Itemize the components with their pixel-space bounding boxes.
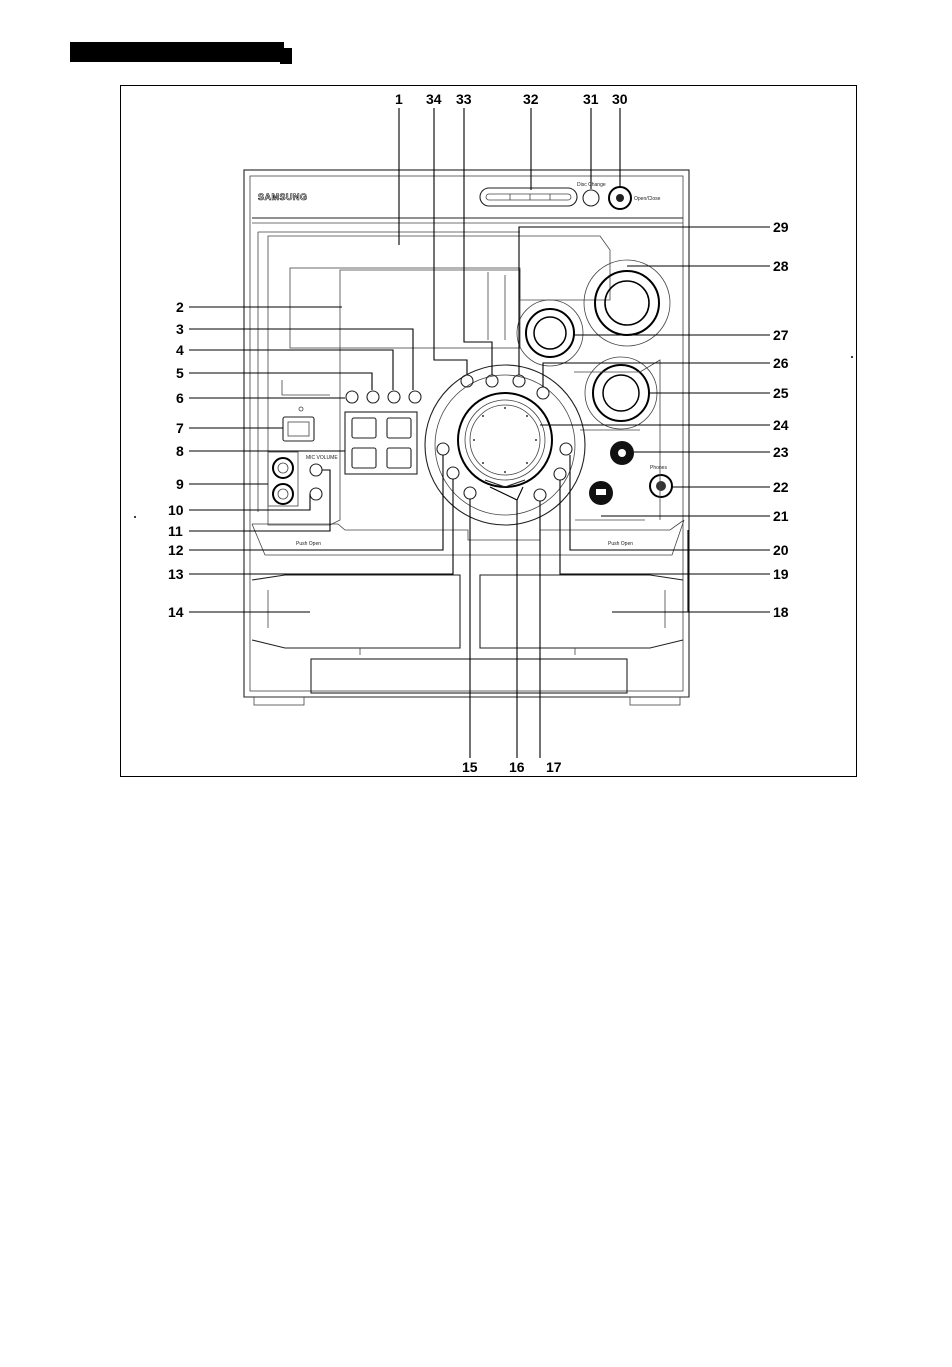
callout-28: 28 <box>773 258 789 274</box>
cabinet-inner-outline <box>250 176 683 691</box>
open-close-label: Open/Close <box>634 196 661 202</box>
callout-6: 6 <box>176 390 184 406</box>
ring-button-33[interactable] <box>486 375 498 387</box>
callout-3: 3 <box>176 321 184 337</box>
callout-5: 5 <box>176 365 184 381</box>
ring-button-13[interactable] <box>447 467 459 479</box>
callout-29: 29 <box>773 219 789 235</box>
callout-33: 33 <box>456 91 472 107</box>
callout-20: 20 <box>773 542 789 558</box>
cabinet-outline <box>244 170 689 697</box>
ring-button-15[interactable] <box>464 487 476 499</box>
callout-19: 19 <box>773 566 789 582</box>
disc-change-button[interactable] <box>583 190 599 206</box>
volume-ring <box>584 260 670 346</box>
knob-27[interactable] <box>526 309 574 357</box>
knob-25[interactable] <box>593 365 649 421</box>
function-button-3[interactable] <box>352 448 376 468</box>
disc-tray-indicator <box>480 188 577 206</box>
function-button-grid <box>345 412 417 474</box>
mic-volume-label: MIC VOLUME <box>306 455 338 461</box>
callout-9: 9 <box>176 476 184 492</box>
base-slot <box>311 659 627 693</box>
mic-jack-1[interactable] <box>273 458 293 478</box>
skip-buttons[interactable] <box>485 480 525 487</box>
display-window <box>268 236 610 525</box>
callout-15: 15 <box>462 759 478 775</box>
callout-34: 34 <box>426 91 442 107</box>
callout-27: 27 <box>773 327 789 343</box>
function-button-2[interactable] <box>387 418 411 438</box>
callout-21: 21 <box>773 508 789 524</box>
button-4[interactable] <box>388 391 400 403</box>
callout-16: 16 <box>509 759 525 775</box>
callout-11: 11 <box>168 523 183 539</box>
button-5[interactable] <box>367 391 379 403</box>
callout-18: 18 <box>773 604 789 620</box>
jog-dial-ticks <box>473 407 537 473</box>
callout-4: 4 <box>176 342 184 358</box>
callout-12: 12 <box>168 542 184 558</box>
ring-button-34[interactable] <box>461 375 473 387</box>
callout-32: 32 <box>523 91 539 107</box>
ring-button-12[interactable] <box>437 443 449 455</box>
function-button-4[interactable] <box>387 448 411 468</box>
button-6[interactable] <box>346 391 358 403</box>
callout-31: 31 <box>583 91 599 107</box>
ring-button-17[interactable] <box>534 489 546 501</box>
callout-22: 22 <box>773 479 789 495</box>
device-body: SAMSUNG Disc Change Open/Close <box>244 170 689 705</box>
callout-7: 7 <box>176 420 184 436</box>
brand-logo: SAMSUNG <box>258 192 308 202</box>
knob-25-ring <box>585 357 657 429</box>
callout-13: 13 <box>168 566 184 582</box>
callout-1: 1 <box>395 91 403 107</box>
ring-button-26[interactable] <box>537 387 549 399</box>
push-open-left-label: Push Open <box>296 541 321 547</box>
callout-24: 24 <box>773 417 789 433</box>
button-3[interactable] <box>409 391 421 403</box>
mic-volume-knob-1[interactable] <box>310 464 322 476</box>
mic-volume-knob-2[interactable] <box>310 488 322 500</box>
callout-10: 10 <box>168 502 184 518</box>
push-open-right-label: Push Open <box>608 541 633 547</box>
callout-8: 8 <box>176 443 184 459</box>
display-screen <box>290 268 520 348</box>
callout-23: 23 <box>773 444 789 460</box>
mic-jack-2[interactable] <box>273 484 293 504</box>
phones-label: Phones <box>650 465 667 471</box>
callout-30: 30 <box>612 91 628 107</box>
callout-14: 14 <box>168 604 184 620</box>
function-button-1[interactable] <box>352 418 376 438</box>
callout-26: 26 <box>773 355 789 371</box>
ring-button-20[interactable] <box>560 443 572 455</box>
callout-2: 2 <box>176 299 184 315</box>
callout-25: 25 <box>773 385 789 401</box>
callout-17: 17 <box>546 759 562 775</box>
ring-button-19[interactable] <box>554 468 566 480</box>
